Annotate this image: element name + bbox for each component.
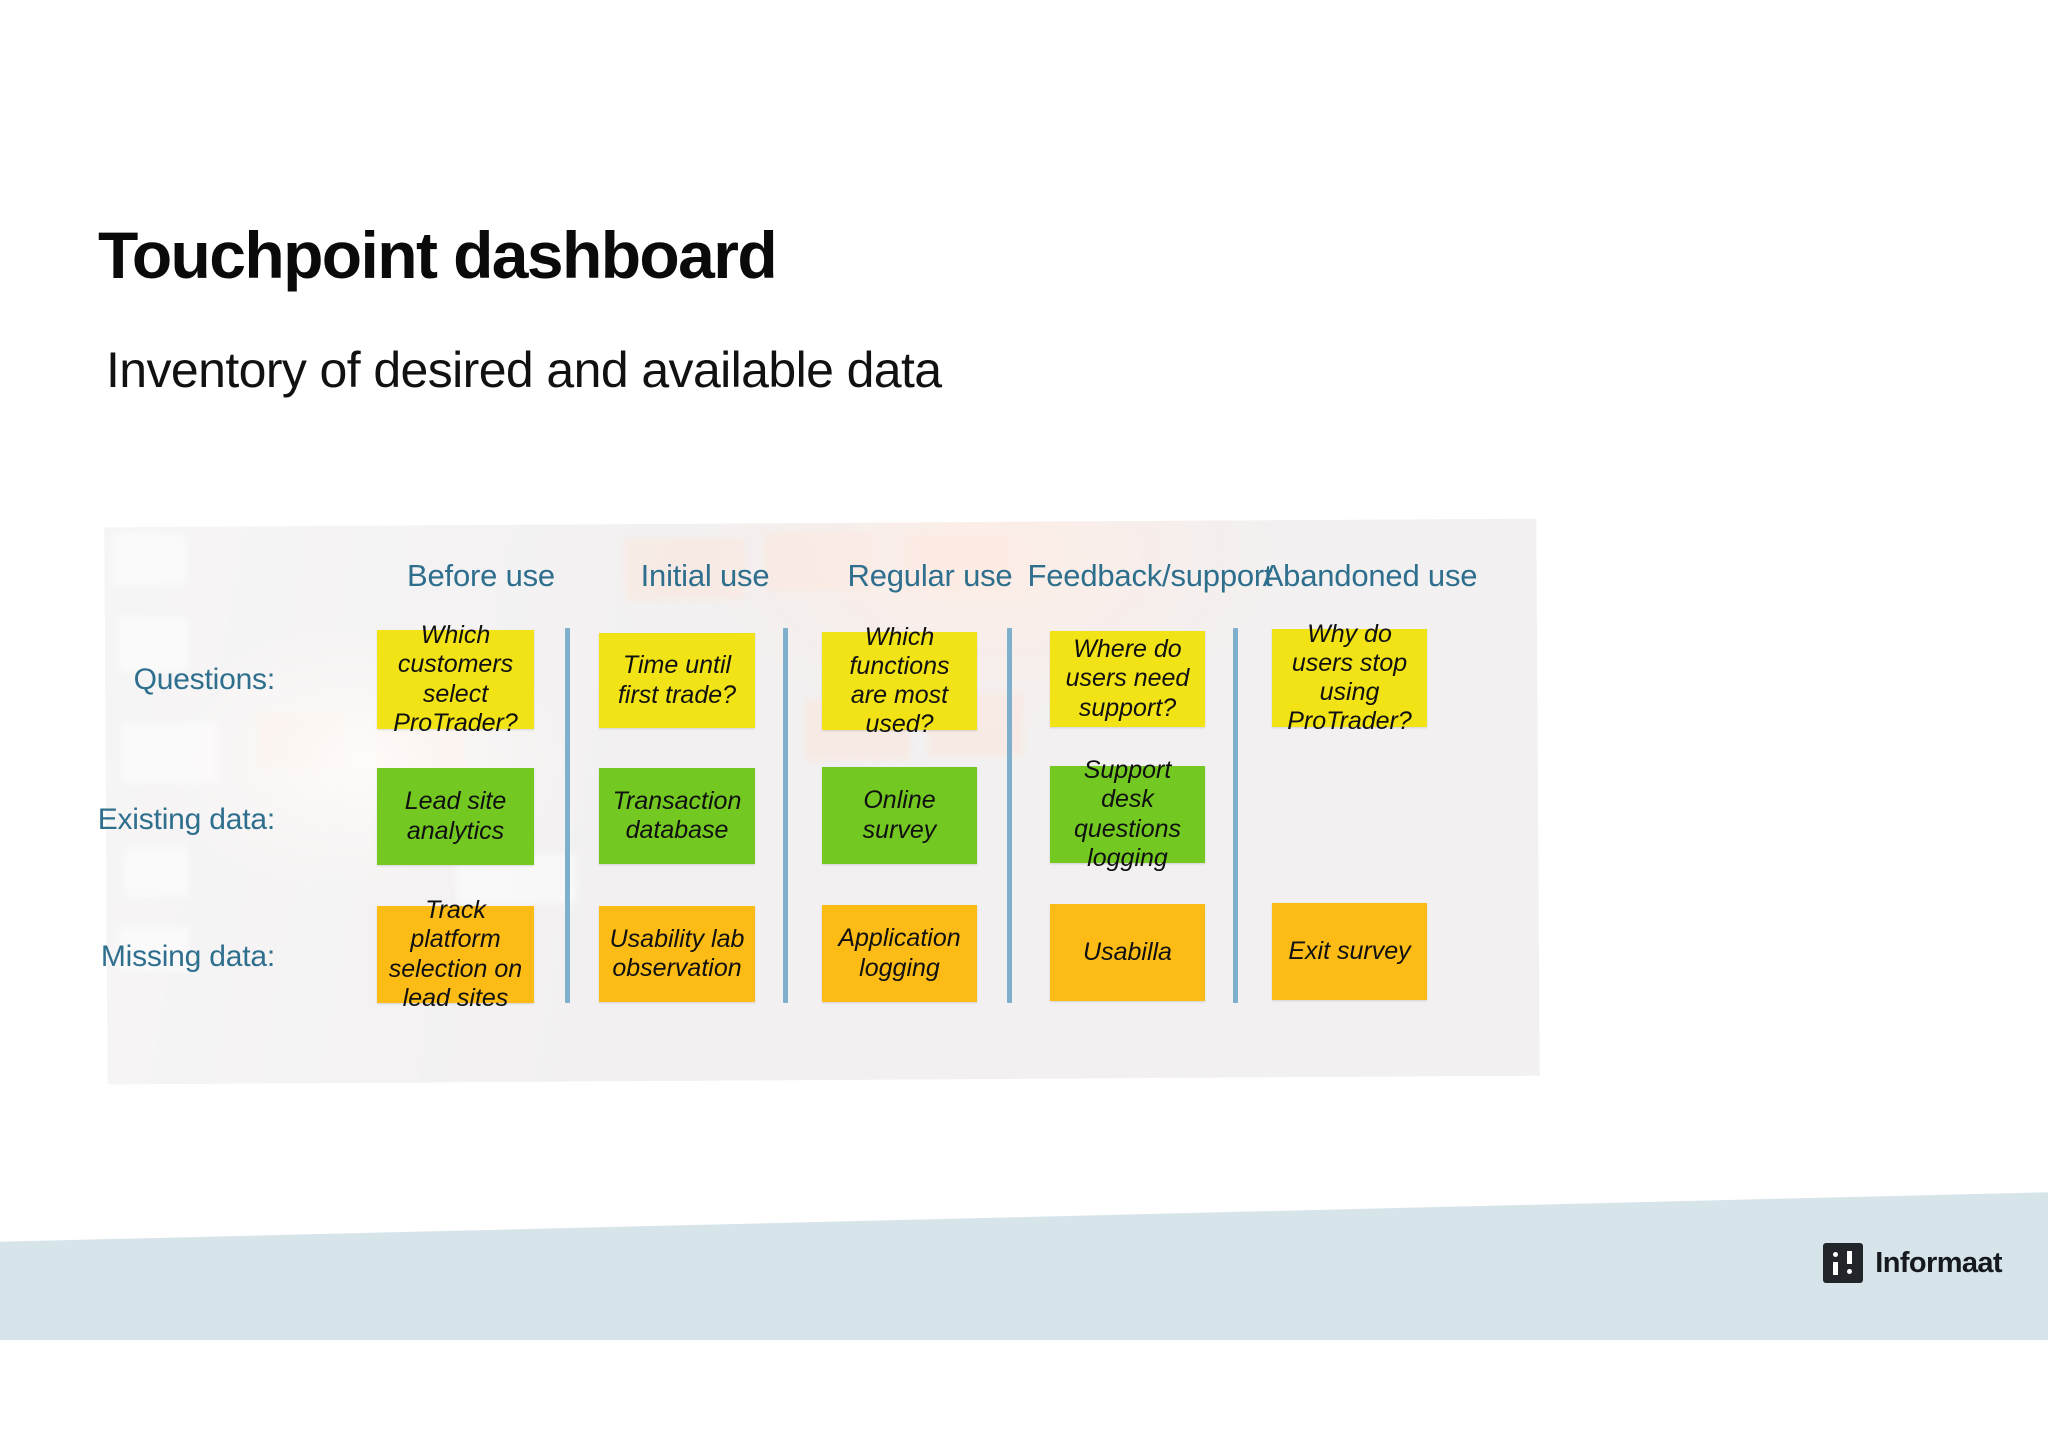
brand-name: Informaat [1875,1246,2002,1279]
card-missing-data-before-use[interactable]: Track platform selection on lead sites [377,896,534,1012]
card-questions-regular-use[interactable]: Which functions are most used? [822,623,977,738]
card-existing-data-before-use[interactable]: Lead site analytics [377,768,534,865]
page-subtitle: Inventory of desired and available data [106,342,942,398]
column-divider-4 [1233,628,1238,1003]
card-questions-feedback-support[interactable]: Where do users need support? [1050,631,1205,727]
column-header-regular-use: Regular use [847,558,1013,593]
card-missing-data-regular-use[interactable]: Application logging [822,905,977,1002]
column-header-feedback-support: Feedback/support [1027,558,1273,593]
row-label-missing-data: Missing data: [100,940,275,973]
column-header-abandoned-use: Abandoned use [1262,558,1478,593]
footer-band [0,1192,2048,1340]
page-title: Touchpoint dashboard [98,218,778,292]
card-existing-data-initial-use[interactable]: Transaction database [599,768,755,864]
card-questions-before-use[interactable]: Which customers select ProTrader? [377,621,534,737]
card-missing-data-feedback-support[interactable]: Usabilla [1050,904,1205,1001]
row-label-existing-data: Existing data: [97,803,276,836]
column-divider-2 [783,628,788,1003]
card-questions-abandoned-use[interactable]: Why do users stop using ProTrader? [1272,620,1427,735]
card-existing-data-regular-use[interactable]: Online survey [822,767,977,864]
column-header-before-use: Before use [407,558,555,593]
column-divider-3 [1007,628,1012,1003]
card-existing-data-feedback-support[interactable]: Support desk questions logging [1050,756,1205,872]
card-missing-data-abandoned-use[interactable]: Exit survey [1272,903,1427,1000]
card-missing-data-initial-use[interactable]: Usability lab observation [599,906,755,1002]
card-questions-initial-use[interactable]: Time until first trade? [599,633,755,728]
column-header-initial-use: Initial use [640,558,770,593]
column-divider-1 [565,628,570,1003]
brand-logo: Informaat [1823,1243,2003,1283]
informaat-mark-icon [1823,1243,1864,1283]
row-label-questions: Questions: [133,663,276,696]
